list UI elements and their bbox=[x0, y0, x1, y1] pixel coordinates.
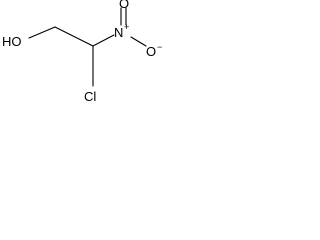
bond-c1-c2 bbox=[54, 26, 94, 47]
bond-c2-n bbox=[92, 34, 115, 47]
oxygen-single-label: O bbox=[146, 44, 156, 59]
bond-o-c1 bbox=[28, 26, 56, 39]
oxygen-single-charge: − bbox=[157, 42, 162, 52]
nitrogen-label: N bbox=[114, 25, 123, 40]
hydroxyl-label: HO bbox=[2, 34, 22, 49]
bond-n-o-single bbox=[130, 36, 147, 47]
oxygen-double-label: O bbox=[119, 0, 129, 11]
chlorine-label: Cl bbox=[84, 89, 96, 104]
nitrogen-charge: + bbox=[124, 22, 129, 32]
chemical-structure: HO Cl N + O O − bbox=[2, 0, 162, 104]
